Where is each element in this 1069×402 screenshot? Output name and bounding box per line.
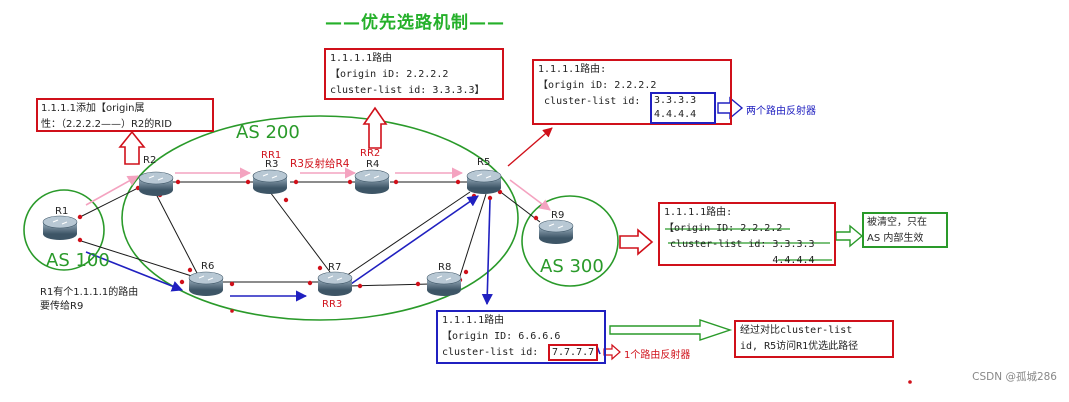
router-rr2-label: RR2 xyxy=(360,148,381,159)
r5-cluster-id-1: 3.3.3.3 xyxy=(654,95,697,106)
r5-line1: 1.1.1.1路由: xyxy=(538,64,607,75)
blue-advertisement-path xyxy=(85,195,601,355)
router-r1-label: R1 xyxy=(55,206,69,217)
rr3-route-box: 1.1.1.1路由 【origin ID: 6.6.6.6 cluster-li… xyxy=(436,310,606,364)
cleared-line1: 被清空，只在 xyxy=(867,217,927,228)
cleared-line2: AS 内部生效 xyxy=(867,233,924,244)
rr3-line3: cluster-list id: xyxy=(442,347,539,358)
r1-note-line2: 要传给R9 xyxy=(40,301,84,312)
r9-line3: cluster-list id: 3.3.3.3 xyxy=(670,239,815,250)
hollow-right-arrow-cleared xyxy=(835,224,864,248)
cleared-note-box: 被清空，只在 AS 内部生效 xyxy=(862,212,948,248)
r9-strike-lines xyxy=(665,228,832,261)
r5-line3: cluster-list id: xyxy=(544,96,641,107)
as200-boundary xyxy=(121,115,519,321)
one-reflector-label: 1个路由反射器 xyxy=(624,350,691,361)
router-r9-icon xyxy=(538,219,574,244)
router-r2-icon xyxy=(138,171,174,196)
as100-label: AS 100 xyxy=(46,250,110,271)
router-r1-icon xyxy=(42,215,78,240)
pink-advertisement-path xyxy=(85,167,551,211)
r5-cluster-id-2: 4.4.4.4 xyxy=(654,109,697,120)
compare-line2: id, R5访问R1优选此路径 xyxy=(740,341,859,352)
link-dots xyxy=(77,179,912,384)
router-r7-icon xyxy=(317,271,353,296)
r9-route-box: 1.1.1.1路由: 【origin ID: 2.2.2.2 cluster-l… xyxy=(658,202,836,266)
r5-to-box-arrow xyxy=(507,127,553,167)
rr2-line3: cluster-list id: 3.3.3.3】 xyxy=(330,85,485,96)
origin-add-line1: 1.1.1.1添加【origin属 xyxy=(41,103,145,114)
router-r7-label: R7 xyxy=(328,262,342,273)
r1-note: R1有个1.1.1.1的路由 要传给R9 xyxy=(40,286,138,314)
as300-label: AS 300 xyxy=(540,256,604,277)
router-r3-icon xyxy=(252,169,288,194)
r9-line1: 1.1.1.1路由: xyxy=(664,207,733,218)
router-r3-label: R3 xyxy=(265,159,279,170)
router-r5-icon xyxy=(466,169,502,194)
r9-line2: 【origin ID: 2.2.2.2 xyxy=(664,223,783,234)
r9-line4: 4.4.4.4 xyxy=(772,255,815,266)
router-r2-label: R2 xyxy=(143,155,157,166)
router-r6-icon xyxy=(188,271,224,296)
router-r8-icon xyxy=(426,271,462,296)
as300-boundary xyxy=(521,195,619,287)
router-r5-label: R5 xyxy=(477,157,491,168)
hollow-up-arrow-rr2 xyxy=(362,106,388,149)
router-rr3-label: RR3 xyxy=(322,299,343,310)
router-icons xyxy=(42,169,574,296)
two-reflectors-label: 两个路由反射器 xyxy=(746,106,816,117)
hollow-right-arrow-compare xyxy=(609,319,733,341)
page-title: ——优先选路机制—— xyxy=(325,13,505,33)
rr3-cluster-list-box: 7.7.7.7 xyxy=(548,344,598,361)
watermark: CSDN @孤城286 xyxy=(972,371,1057,383)
rr3-line2: 【origin ID: 6.6.6.6 xyxy=(442,331,561,342)
r5-route-box: 1.1.1.1路由: 【origin iD: 2.2.2.2 cluster-l… xyxy=(532,59,732,125)
router-r4-icon xyxy=(354,169,390,194)
as200-label: AS 200 xyxy=(236,122,300,143)
router-r9-label: R9 xyxy=(551,210,565,221)
hollow-right-arrow-one-reflector xyxy=(603,343,621,361)
as100-boundary xyxy=(23,189,105,271)
rr2-line2: 【origin iD: 2.2.2.2 xyxy=(330,69,449,80)
compare-line1: 经过对比cluster-list xyxy=(740,325,853,336)
r3-reflect-label: R3反射给R4 xyxy=(290,158,350,170)
origin-add-box: 1.1.1.1添加【origin属 性：（2.2.2.2——）R2的RID xyxy=(36,98,214,132)
rr2-line1: 1.1.1.1路由 xyxy=(330,53,393,64)
r1-note-line1: R1有个1.1.1.1的路由 xyxy=(40,287,139,298)
rr2-route-box: 1.1.1.1路由 【origin iD: 2.2.2.2 cluster-li… xyxy=(324,48,504,100)
compare-note-box: 经过对比cluster-list id, R5访问R1优选此路径 xyxy=(734,320,894,358)
hollow-up-arrow-r2 xyxy=(118,130,146,165)
r5-line2: 【origin iD: 2.2.2.2 xyxy=(538,80,657,91)
links xyxy=(77,181,541,287)
origin-add-line2: 性：（2.2.2.2——）R2的RID xyxy=(41,119,172,130)
router-r6-label: R6 xyxy=(201,261,215,272)
hollow-right-arrow-r9 xyxy=(619,228,654,256)
rr3-line1: 1.1.1.1路由 xyxy=(442,315,505,326)
router-r8-label: R8 xyxy=(438,262,452,273)
router-r4-label: R4 xyxy=(366,159,380,170)
r5-cluster-list-box: 3.3.3.3 4.4.4.4 xyxy=(650,92,716,124)
router-rr1-label: RR1 xyxy=(261,150,282,161)
